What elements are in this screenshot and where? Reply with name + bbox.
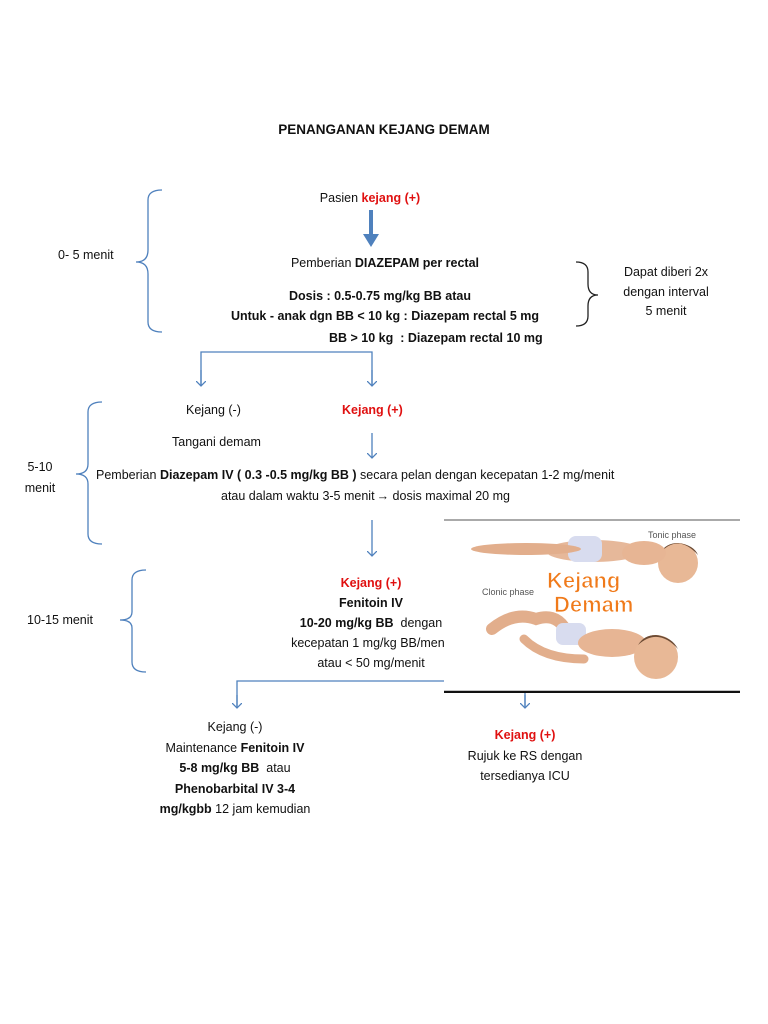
fenitoin-line2-bold: 10-20 mg/kg BB xyxy=(299,616,394,630)
diazepam-iv-line2: atau dalam waktu 3-5 menit→ dosis maxima… xyxy=(221,489,510,503)
big-arrow-head xyxy=(363,234,379,247)
brace-0-5 xyxy=(135,189,163,333)
clonic-child-figure xyxy=(486,610,678,679)
branch1-neg: Kejang (-) xyxy=(186,403,241,417)
final-pos-l2: Rujuk ke RS dengan xyxy=(467,748,583,763)
illustration-logo-demam: Demam xyxy=(554,592,633,617)
fenitoin-line3: kecepatan 1 mg/kg BB/menit xyxy=(291,636,451,650)
illustration-tonic-label: Tonic phase xyxy=(648,530,696,540)
split-1 xyxy=(200,351,373,385)
time-label-10-15: 10-15 menit xyxy=(27,613,94,627)
brace-5-10 xyxy=(75,401,103,545)
time-label-5-10-b: menit xyxy=(24,481,56,495)
final-neg-l5-bold: mg/kgbb xyxy=(159,802,212,816)
side-note-line3: 5 menit xyxy=(645,304,687,318)
fenitoin-line2-rest: dengan xyxy=(393,616,443,630)
final-neg-l3-rest: atau xyxy=(259,761,291,775)
split-2 xyxy=(236,680,526,706)
diazepam-rectal-over10: BB > 10 kg : Diazepam rectal 10 mg xyxy=(329,331,543,345)
final-pos-l3: tersedianya ICU xyxy=(480,769,570,783)
diazepam-rectal-prefix: Pemberian xyxy=(290,256,355,270)
fenitoin-line1: Fenitoin IV xyxy=(339,596,403,610)
brace-right xyxy=(575,261,599,327)
step1-prefix: Pasien xyxy=(319,191,362,205)
side-note: Dapat diberi 2x dengan interval 5 menit xyxy=(604,263,728,322)
final-pos-label: Kejang (+) xyxy=(494,728,556,742)
diazepam-iv-p1: Pemberian xyxy=(96,468,160,482)
final-neg-l2-prefix: Maintenance xyxy=(165,740,241,755)
diazepam-rectal-under10: Untuk - anak dgn BB < 10 kg : Diazepam r… xyxy=(230,309,540,323)
page-title: PENANGANAN KEJANG DEMAM xyxy=(278,122,490,137)
final-neg-l3-bold: 5-8 mg/kg BB xyxy=(179,761,260,775)
right-arrow-icon: → xyxy=(376,489,390,503)
final-neg-l5-rest: 12 jam kemudian xyxy=(211,802,311,816)
final-neg-l2-bold: Fenitoin IV xyxy=(240,740,305,755)
diazepam-iv-line1: Pemberian Diazepam IV ( 0.3 -0.5 mg/kg B… xyxy=(96,468,614,482)
diazepam-iv-line2b: dosis maximal 20 mg xyxy=(389,489,510,503)
branch1-neg-action: Tangani demam xyxy=(172,435,261,449)
kejang-demam-illustration: Kejang Demam Tonic phase Clonic phase xyxy=(444,519,740,693)
time-label-5-10-a: 5-10 xyxy=(27,460,53,474)
time-label-0-5: 0- 5 menit xyxy=(58,248,114,262)
step-pasien-kejang: Pasien kejang (+) xyxy=(270,191,470,205)
side-note-line2: dengan interval xyxy=(623,284,709,299)
illustration-clonic-label: Clonic phase xyxy=(482,587,534,597)
step1-highlight: kejang (+) xyxy=(361,191,421,205)
fenitoin-pos: Kejang (+) xyxy=(340,576,402,590)
illustration-logo-kejang: Kejang xyxy=(547,568,620,593)
fenitoin-block: Kejang (+) Fenitoin IV 10-20 mg/kg BB de… xyxy=(246,573,496,673)
final-neg-block: Kejang (-) Maintenance Fenitoin IV 5-8 m… xyxy=(110,717,360,820)
diazepam-rectal-title: Pemberian DIAZEPAM per rectal xyxy=(250,256,520,270)
diazepam-iv-p3: secara pelan dengan kecepatan 1-2 mg/men… xyxy=(356,468,615,482)
final-neg-l4: Phenobarbital IV 3-4 xyxy=(174,781,296,796)
brace-10-15 xyxy=(119,569,147,673)
diazepam-rectal-dose: Dosis : 0.5-0.75 mg/kg BB atau xyxy=(288,289,471,303)
diazepam-rectal-bold: DIAZEPAM per rectal xyxy=(354,256,480,270)
branch1-pos: Kejang (+) xyxy=(342,403,403,417)
side-note-line1: Dapat diberi 2x xyxy=(623,265,709,279)
tonic-child-figure xyxy=(471,536,698,583)
diazepam-iv-line2a: atau dalam waktu 3-5 menit xyxy=(221,489,375,503)
final-neg-label: Kejang (-) xyxy=(207,720,263,734)
diazepam-iv-dose: Diazepam IV ( 0.3 -0.5 mg/kg BB ) xyxy=(159,468,357,482)
final-pos-block: Kejang (+) Rujuk ke RS dengan tersediany… xyxy=(440,725,610,787)
fenitoin-line4: atau < 50 mg/menit xyxy=(317,656,425,670)
illustration-graphic: Kejang Demam Tonic phase Clonic phase xyxy=(444,519,740,693)
